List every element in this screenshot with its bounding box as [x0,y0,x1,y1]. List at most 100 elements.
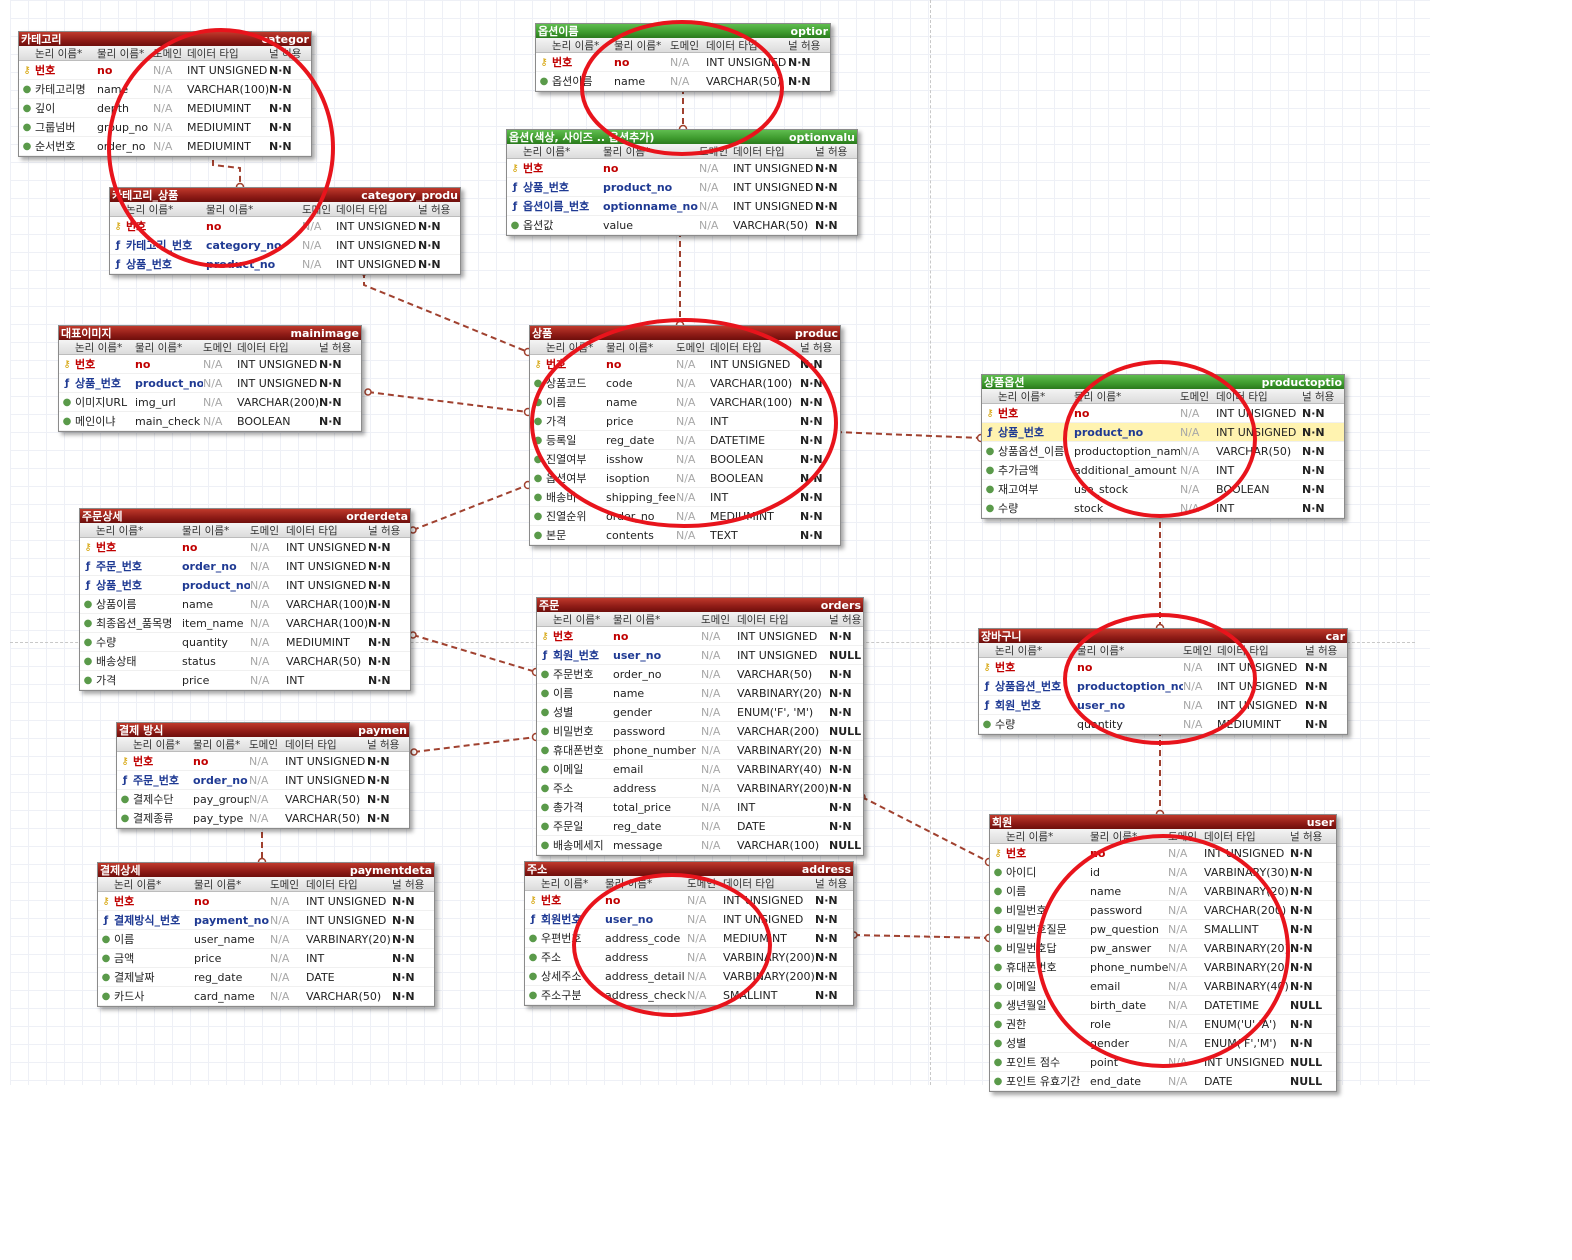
relationship-address-user[interactable] [853,934,990,939]
relationship-orderdetail-orders[interactable] [412,634,537,673]
entity-header[interactable]: 옵션(색상, 사이즈 .. 옵션추가)optionvalu [507,130,857,144]
relationship-category_product-product[interactable] [363,272,529,353]
relationship-product-productoption[interactable] [835,431,982,439]
relationship-payment-orders[interactable] [413,736,537,753]
relationship-orderdetail-product[interactable] [412,484,529,531]
